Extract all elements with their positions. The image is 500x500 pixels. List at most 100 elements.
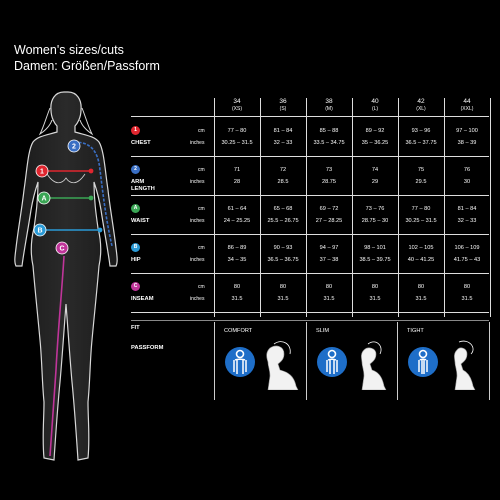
cell-inches: 31.5: [231, 296, 243, 302]
table-col-divider: [306, 98, 307, 317]
cell-inches: 29.5: [415, 179, 427, 185]
fit-slim-illustration: [317, 341, 387, 390]
cell-inches: 30.25 – 31.5: [405, 218, 437, 224]
body-measurement-figure: 2 1 A B C: [14, 91, 118, 461]
fit-col-divider-3: [397, 322, 398, 400]
cell-inches: 25.5 – 26.75: [267, 218, 299, 224]
row-unit-cm: cm: [198, 128, 205, 134]
cell-cm: 80: [279, 284, 287, 290]
row-label: HIP: [131, 257, 141, 263]
cell-inches: 38 – 39: [457, 140, 477, 146]
fit-tight-illustration: [408, 340, 476, 390]
row-label: ARM: [131, 179, 145, 185]
page-title: Women's sizes/cuts: [14, 43, 124, 57]
cell-cm: 98 – 101: [364, 245, 386, 251]
cell-cm: 80: [325, 284, 333, 290]
cell-cm: 89 – 92: [365, 128, 385, 134]
figure-badge-a-text: A: [41, 196, 46, 203]
person-icon-bg: [225, 347, 255, 377]
size-header-code: (XL): [416, 106, 426, 112]
cell-cm: 80: [233, 284, 241, 290]
figure-badge-b-text: B: [37, 228, 42, 235]
cell-inches: 35 – 36.25: [361, 140, 389, 146]
cell-inches: 28.75 – 30: [361, 218, 389, 224]
figure-badge-1-text: 1: [40, 169, 44, 176]
row-badge: 1: [131, 126, 140, 135]
figure-badge-2: [67, 139, 81, 153]
cell-inches: 36.5 – 37.75: [405, 140, 437, 146]
size-header-num: 40: [371, 98, 379, 105]
row-label: INSEAM: [131, 296, 154, 302]
cell-cm: 81 – 84: [273, 128, 293, 134]
cell-cm: 73: [325, 167, 333, 173]
cell-cm: 69 – 72: [319, 206, 339, 212]
figure-badge-c: [55, 241, 69, 255]
cell-cm: 61 – 64: [227, 206, 247, 212]
row-unit-inches: inches: [190, 218, 205, 224]
row-label: WAIST: [131, 218, 150, 224]
table-col-divider: [352, 98, 353, 317]
row-label: CHEST: [131, 140, 151, 146]
cell-inches: 31.5: [323, 296, 335, 302]
row-badge: A: [131, 204, 140, 213]
cell-inches: 37 – 38: [319, 257, 339, 263]
table-col-divider: [214, 98, 215, 317]
cell-inches: 27 – 28.25: [315, 218, 343, 224]
cell-cm: 80: [417, 284, 425, 290]
size-header-code: (S): [279, 106, 287, 112]
size-header-code: (L): [371, 106, 379, 112]
table-col-divider: [490, 98, 491, 317]
cell-inches: 31.5: [277, 296, 289, 302]
cell-cm: 65 – 68: [273, 206, 293, 212]
row-badge: 2: [131, 165, 140, 174]
fit-comfort-illustration: [225, 341, 299, 390]
row-unit-cm: cm: [198, 284, 205, 290]
fit-col-divider-2: [306, 322, 307, 400]
cell-inches: 41.75 – 43: [453, 257, 481, 263]
fit-slim-label: SLIM: [316, 328, 330, 334]
size-header-code: (XXL): [460, 106, 474, 112]
size-header-num: 42: [417, 98, 425, 105]
cell-inches: 31.5: [415, 296, 427, 302]
arm-length-line: [73, 141, 113, 247]
figure-badge-b: [33, 223, 47, 237]
person-icon-bg: [317, 347, 347, 377]
page-subtitle: Damen: Größen/Passform: [14, 59, 160, 73]
figure-badge-c-text: C: [59, 246, 64, 253]
row-unit-cm: cm: [198, 167, 205, 173]
cell-cm: 97 – 100: [456, 128, 478, 134]
figure-badge-1: [35, 164, 49, 178]
table-row-divider: [131, 234, 489, 235]
size-header-num: 34: [233, 98, 241, 105]
size-header-code: (M): [325, 106, 333, 112]
row-unit-cm: cm: [198, 206, 205, 212]
table-header-divider: [131, 116, 489, 117]
cell-inches: 30.25 – 31.5: [221, 140, 253, 146]
row-badge: C: [131, 282, 140, 291]
cell-cm: 80: [371, 284, 379, 290]
cell-cm: 76: [463, 167, 471, 173]
table-row-divider: [131, 312, 489, 313]
size-header-num: 38: [325, 98, 333, 105]
cell-inches: 32 – 33: [273, 140, 293, 146]
cell-inches: 38.5 – 39.75: [359, 257, 391, 263]
fit-col-divider-4: [489, 322, 490, 400]
cell-inches: 28: [233, 179, 241, 185]
person-icon-bg: [408, 347, 438, 377]
row-unit-inches: inches: [190, 179, 205, 185]
cell-cm: 80: [463, 284, 471, 290]
row-unit-inches: inches: [190, 257, 205, 263]
table-row-divider: [131, 273, 489, 274]
cell-inches: 34 – 35: [227, 257, 247, 263]
size-header-num: 36: [279, 98, 287, 105]
cell-inches: 40 – 41.25: [407, 257, 435, 263]
fit-label: FIT: [131, 325, 140, 331]
body-silhouette: [14, 91, 118, 461]
fit-tight-label: TIGHT: [407, 328, 424, 334]
table-col-divider: [444, 98, 445, 317]
cell-inches: 32 – 33: [457, 218, 477, 224]
cell-cm: 75: [417, 167, 425, 173]
cell-inches: 29: [371, 179, 379, 185]
cell-inches: 31.5: [461, 296, 473, 302]
cell-cm: 93 – 96: [411, 128, 431, 134]
